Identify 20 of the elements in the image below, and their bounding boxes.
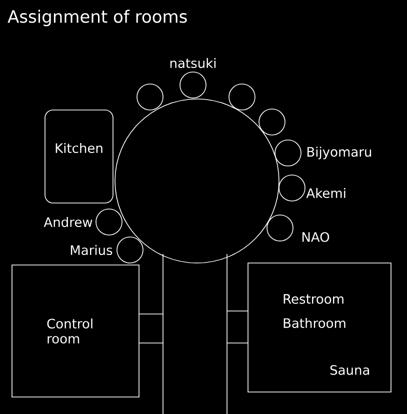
- room-box: Control room: [12, 264, 140, 398]
- name-label: Marius: [70, 244, 112, 256]
- seat-circle: [274, 140, 302, 166]
- name-label: Akemi: [306, 188, 346, 198]
- seat-circle: [136, 84, 164, 110]
- seat-circle: [278, 174, 306, 202]
- name-label: natsuki: [170, 58, 216, 68]
- seat-circle: [116, 236, 144, 264]
- room-box: Kitchen: [44, 110, 114, 204]
- room-box: Restroom Bathroom Sauna: [248, 262, 392, 392]
- seat-circle: [180, 72, 206, 98]
- name-label: NAO: [302, 232, 330, 242]
- seat-circle: [266, 214, 294, 242]
- name-label: Andrew: [44, 216, 92, 228]
- seat-circle: [228, 84, 256, 110]
- diagram-title: Assignment of rooms: [8, 10, 187, 26]
- name-label: Bijyomaru: [307, 146, 372, 160]
- seat-circle: [258, 108, 286, 136]
- seat-circle: [96, 208, 122, 236]
- table-circle: [114, 98, 280, 264]
